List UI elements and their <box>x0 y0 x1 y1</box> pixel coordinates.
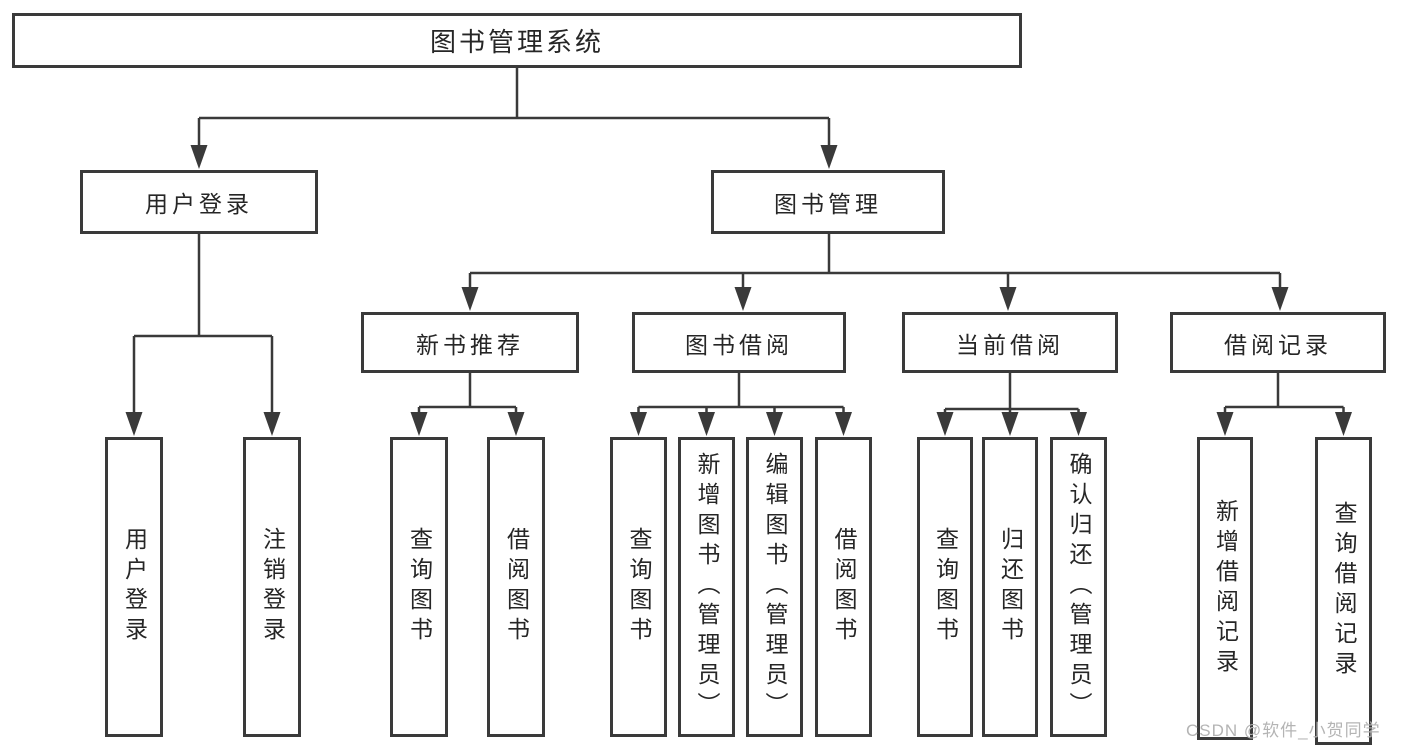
node-leaf-edit-book-admin: 编辑图书（管理员） <box>746 437 803 737</box>
arrow-down-icon <box>1070 412 1087 436</box>
node-leaf-return-book: 归还图书 <box>982 437 1038 737</box>
node-leaf-logout: 注销登录 <box>243 437 301 737</box>
node-leaf-confirm-return-admin-label: 确认归还（管理员） <box>1066 452 1092 722</box>
connector-borrow-records <box>1216 373 1352 436</box>
node-leaf-query-borrow-record: 查询借阅记录 <box>1315 437 1372 745</box>
node-user-login-label: 用户登录 <box>145 191 253 217</box>
connector-root <box>190 68 838 169</box>
node-book-borrow: 图书借阅 <box>632 312 846 373</box>
node-leaf-query-books-2-label: 查询图书 <box>626 527 652 647</box>
node-leaf-add-borrow-record-label: 新增借阅记录 <box>1212 498 1239 679</box>
arrow-down-icon <box>125 412 143 436</box>
node-leaf-logout-label: 注销登录 <box>259 527 286 647</box>
node-leaf-query-books-3: 查询图书 <box>917 437 973 737</box>
node-leaf-add-borrow-record: 新增借阅记录 <box>1197 437 1253 740</box>
node-leaf-borrow-books-1-label: 借阅图书 <box>503 527 530 647</box>
node-leaf-user-login: 用户登录 <box>105 437 163 737</box>
node-root: 图书管理系统 <box>12 13 1022 68</box>
node-new-book-recommend: 新书推荐 <box>361 312 579 373</box>
node-borrow-records: 借阅记录 <box>1170 312 1386 373</box>
node-current-borrow-label: 当前借阅 <box>956 331 1064 358</box>
node-leaf-query-books-3-label: 查询图书 <box>932 527 959 647</box>
node-book-management: 图书管理 <box>711 170 945 234</box>
connector-new-book-recommend <box>410 373 525 436</box>
arrow-down-icon <box>190 145 208 169</box>
arrow-down-icon <box>461 287 479 311</box>
node-leaf-confirm-return-admin: 确认归还（管理员） <box>1050 437 1107 737</box>
arrow-down-icon <box>734 287 752 311</box>
node-leaf-add-book-admin: 新增图书（管理员） <box>678 437 735 737</box>
node-book-borrow-label: 图书借阅 <box>685 331 793 358</box>
arrow-down-icon <box>630 412 647 436</box>
arrow-down-icon <box>698 412 715 436</box>
node-leaf-query-books-1-label: 查询图书 <box>406 527 433 647</box>
node-borrow-records-label: 借阅记录 <box>1224 331 1332 358</box>
arrow-down-icon <box>1001 412 1019 436</box>
node-leaf-query-borrow-record-label: 查询借阅记录 <box>1331 501 1357 681</box>
arrow-down-icon <box>999 287 1017 311</box>
node-leaf-query-books-1: 查询图书 <box>390 437 448 737</box>
node-leaf-borrow-books-2: 借阅图书 <box>815 437 872 737</box>
arrow-down-icon <box>507 412 525 436</box>
arrow-down-icon <box>820 145 838 169</box>
node-leaf-return-book-label: 归还图书 <box>997 527 1024 647</box>
connector-book-borrow <box>630 373 852 436</box>
node-leaf-query-books-2: 查询图书 <box>610 437 667 737</box>
node-new-book-recommend-label: 新书推荐 <box>416 331 524 358</box>
connector-user-login <box>125 234 281 436</box>
arrow-down-icon <box>936 412 954 436</box>
node-root-label: 图书管理系统 <box>429 27 604 57</box>
node-user-login: 用户登录 <box>80 170 318 234</box>
arrow-down-icon <box>410 412 428 436</box>
connector-current-borrow <box>936 373 1087 436</box>
arrow-down-icon <box>835 412 852 436</box>
node-leaf-user-login-label: 用户登录 <box>121 527 148 647</box>
node-leaf-add-book-admin-label: 新增图书（管理员） <box>694 452 720 722</box>
node-leaf-borrow-books-1: 借阅图书 <box>487 437 545 737</box>
arrow-down-icon <box>263 412 281 436</box>
arrow-down-icon <box>1216 412 1234 436</box>
node-leaf-edit-book-admin-label: 编辑图书（管理员） <box>762 452 788 722</box>
arrow-down-icon <box>1335 412 1352 436</box>
csdn-watermark: CSDN @软件_小贺同学 <box>1186 721 1381 740</box>
node-current-borrow: 当前借阅 <box>902 312 1118 373</box>
arrow-down-icon <box>1271 287 1289 311</box>
arrow-down-icon <box>766 412 783 436</box>
connector-book-management <box>461 234 1289 311</box>
node-book-management-label: 图书管理 <box>774 191 882 217</box>
node-leaf-borrow-books-2-label: 借阅图书 <box>831 527 857 647</box>
